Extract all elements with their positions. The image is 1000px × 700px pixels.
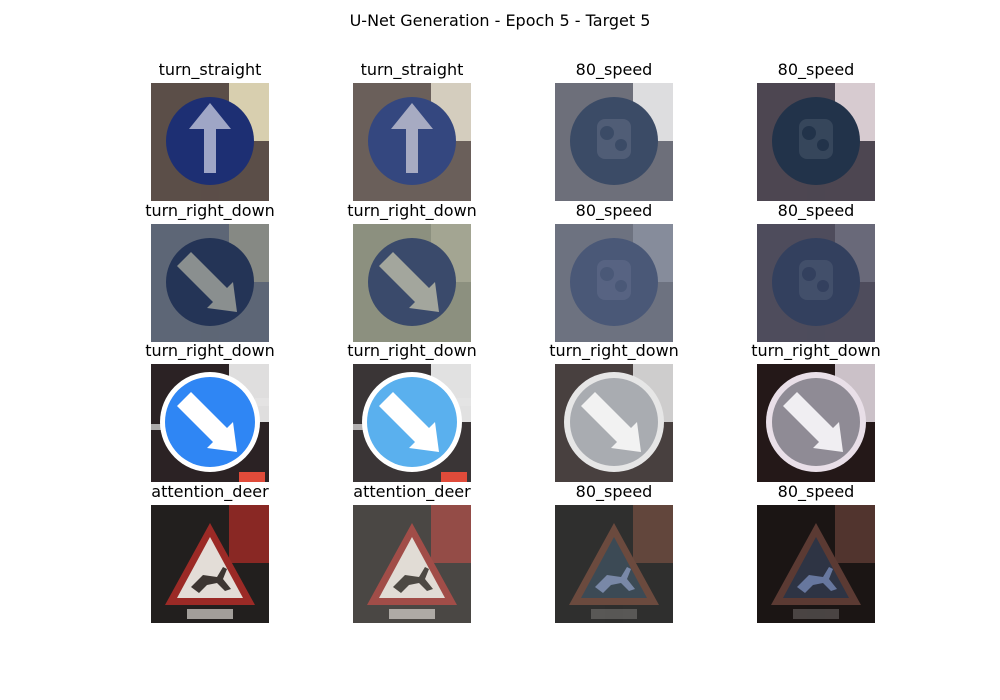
- cell-label: attention_deer: [353, 482, 471, 501]
- grid-cell: 80_speed: [555, 482, 673, 623]
- cell-label: turn_right_down: [145, 201, 275, 220]
- cell-label: turn_straight: [360, 60, 464, 79]
- cell-label: 80_speed: [777, 482, 855, 501]
- grid-cell: turn_right_down: [751, 341, 881, 482]
- arrow-down-right-sign-image: [151, 224, 269, 342]
- cell-label: 80_speed: [575, 482, 653, 501]
- grid-cell: 80_speed: [757, 201, 875, 342]
- speed-80-sign-faded-image: [757, 83, 875, 201]
- cell-label: turn_right_down: [549, 341, 679, 360]
- cell-label: 80_speed: [575, 201, 653, 220]
- cell-label: turn_right_down: [751, 341, 881, 360]
- grid-cell: turn_right_down: [347, 201, 477, 342]
- cell-label: turn_right_down: [347, 341, 477, 360]
- grid-cell: turn_right_down: [145, 201, 275, 342]
- grid-cell: 80_speed: [555, 60, 673, 201]
- cell-label: turn_right_down: [347, 201, 477, 220]
- speed-80-sign-faded-image: [555, 83, 673, 201]
- cell-label: 80_speed: [575, 60, 653, 79]
- grid-cell: turn_right_down: [549, 341, 679, 482]
- cell-label: 80_speed: [777, 60, 855, 79]
- grid-cell: turn_straight: [151, 60, 269, 201]
- grid-cell: turn_right_down: [145, 341, 275, 482]
- cell-label: turn_straight: [158, 60, 262, 79]
- arrow-down-right-sign-image: [757, 364, 875, 482]
- figure-title: U-Net Generation - Epoch 5 - Target 5: [349, 11, 651, 30]
- grid-cell: attention_deer: [151, 482, 269, 623]
- grid-cell: 80_speed: [757, 482, 875, 623]
- deer-warning-sign-image: [353, 505, 471, 623]
- arrow-down-right-sign-image: [555, 364, 673, 482]
- arrow-up-sign-image: [151, 83, 269, 201]
- arrow-down-right-sign-image: [353, 224, 471, 342]
- cell-label: turn_right_down: [145, 341, 275, 360]
- grid-cell: turn_straight: [353, 60, 471, 201]
- speed-80-sign-faded-image: [757, 505, 875, 623]
- cell-label: attention_deer: [151, 482, 269, 501]
- grid-cell: 80_speed: [555, 201, 673, 342]
- grid-cell: 80_speed: [757, 60, 875, 201]
- arrow-down-right-sign-image: [151, 364, 269, 482]
- grid-cell: attention_deer: [353, 482, 471, 623]
- arrow-up-sign-image: [353, 83, 471, 201]
- cell-label: 80_speed: [777, 201, 855, 220]
- deer-warning-sign-image: [151, 505, 269, 623]
- arrow-down-right-sign-image: [353, 364, 471, 482]
- grid-cell: turn_right_down: [347, 341, 477, 482]
- speed-80-sign-faded-image: [757, 224, 875, 342]
- speed-80-sign-faded-image: [555, 505, 673, 623]
- speed-80-sign-faded-image: [555, 224, 673, 342]
